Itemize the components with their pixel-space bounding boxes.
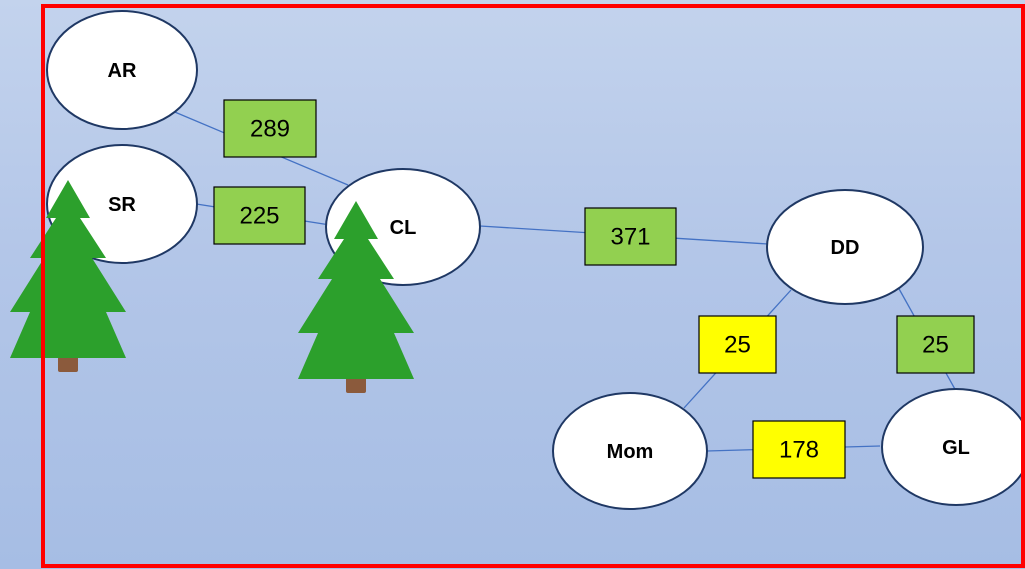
weight-box <box>213 186 306 245</box>
nodes-layer: AR SR CL DD Mom GL <box>46 10 1025 510</box>
edge-weight-sr-cl: 225 <box>213 186 306 245</box>
edge-weight-ar-cl: 289 <box>223 99 317 158</box>
weight-label: 25 <box>922 332 949 359</box>
weight-label: 371 <box>610 224 650 251</box>
node-ellipse <box>552 392 708 510</box>
red-frame <box>41 4 1025 568</box>
edge-weight-mom-gl: 178 <box>752 420 846 479</box>
weight-box <box>752 420 846 479</box>
edge-weight-cl-dd: 371 <box>584 207 677 266</box>
node-gl: GL <box>881 388 1025 506</box>
weight-label: 225 <box>239 203 279 230</box>
weight-label: 178 <box>779 437 819 464</box>
weight-label: 25 <box>724 332 751 359</box>
node-label: AR <box>108 60 137 82</box>
weight-box <box>584 207 677 266</box>
node-dd: DD <box>766 189 924 305</box>
weights-layer: 289 225 371 25 25 178 <box>213 99 975 479</box>
node-ellipse <box>766 189 924 305</box>
tree-trunk <box>346 377 366 393</box>
weight-box <box>698 315 777 374</box>
node-label: Mom <box>607 441 654 463</box>
node-label: SR <box>108 194 136 216</box>
weight-box <box>223 99 317 158</box>
node-ar: AR <box>46 10 198 130</box>
trees-layer <box>10 180 414 393</box>
edge-weight-dd-mom: 25 <box>698 315 777 374</box>
node-mom: Mom <box>552 392 708 510</box>
tree-icon <box>10 180 126 372</box>
tree-trunk <box>58 356 78 372</box>
tree-foliage <box>298 201 414 379</box>
tree-foliage <box>10 180 126 358</box>
node-label: DD <box>831 237 860 259</box>
weight-label: 289 <box>250 116 290 143</box>
edge-weight-dd-gl: 25 <box>896 315 975 374</box>
node-ellipse <box>46 10 198 130</box>
weight-box <box>896 315 975 374</box>
node-label: GL <box>942 437 970 459</box>
node-label: CL <box>390 217 417 239</box>
node-ellipse <box>881 388 1025 506</box>
tree-icon <box>298 201 414 393</box>
